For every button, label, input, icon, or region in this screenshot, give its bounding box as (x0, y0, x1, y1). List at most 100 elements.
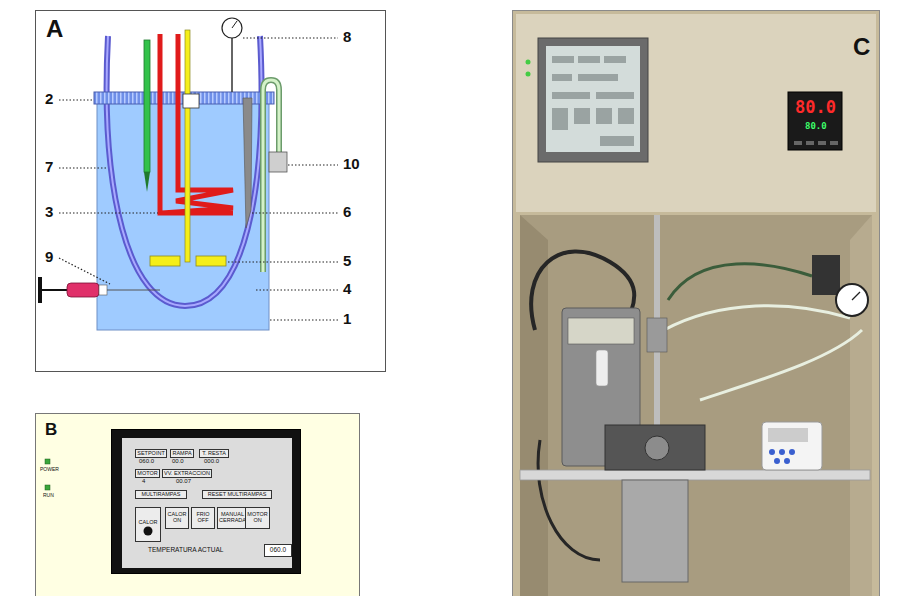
callout-number: 4 (343, 281, 351, 296)
heat-indicator: CALOR (135, 507, 161, 542)
screen-button (578, 56, 600, 63)
temperature-readout: 060.0 (264, 544, 292, 557)
screen-button: RESET MULTIRAMPAS (202, 490, 272, 499)
screen-button (552, 56, 574, 63)
touch-screen-bezel (538, 38, 648, 162)
stirrer-blade (196, 256, 226, 266)
syringe-hub (99, 285, 107, 295)
leader-line (228, 261, 338, 262)
screen-value: 4 (142, 478, 145, 484)
leader-line (243, 37, 338, 38)
timer (762, 422, 822, 470)
callout-number: 2 (45, 91, 53, 106)
panel-frame: SETPOINT RAMPA T. RESTA MOTOR VV. EXTRACCION… (35, 413, 360, 596)
button-label: MOTOR ON (246, 512, 269, 524)
button-label: 060.0 (270, 547, 286, 554)
hose (664, 306, 850, 330)
callout-number: 8 (343, 29, 351, 44)
timer-key (774, 458, 780, 464)
flange-knob (645, 436, 669, 460)
screen-button (578, 74, 618, 81)
touch-screen (546, 46, 640, 152)
probe (243, 98, 252, 228)
button-label: FRIO OFF (192, 512, 214, 524)
button-label: CALOR ON (166, 512, 188, 524)
cabinet-interior (520, 215, 872, 596)
sampling-tube-inner (263, 80, 279, 272)
heating-coil (160, 34, 233, 213)
button-label: SETPOINT (137, 451, 165, 457)
screen-button (552, 74, 572, 81)
syringe-rod (42, 289, 68, 291)
controller-key (818, 141, 826, 145)
callout-number: 7 (45, 159, 53, 174)
panel-letter: B (45, 421, 57, 438)
reactor-flange (605, 425, 705, 470)
stirrer-blade (150, 256, 180, 266)
gauge-needle (852, 292, 860, 300)
thermometer-tip (144, 172, 150, 192)
screen-button: VV. EXTRACCION (162, 469, 212, 478)
reactor-cylinder (622, 480, 688, 582)
timer-key (789, 449, 795, 455)
leader-lines (59, 38, 338, 320)
button-label: VV. EXTRACCION (164, 471, 210, 477)
syringe-plunger (38, 277, 42, 303)
screen-button (574, 108, 590, 124)
leader-line (59, 258, 110, 284)
leader-line (270, 319, 338, 320)
screen-button: RAMPA (170, 449, 194, 458)
panel-letter: C (853, 35, 870, 59)
valve-block (269, 152, 287, 172)
touch-screen: SETPOINT RAMPA T. RESTA MOTOR VV. EXTRACCION… (111, 429, 301, 574)
timer-key (769, 449, 775, 455)
leader-line (59, 212, 158, 213)
screen-button (596, 108, 612, 124)
screen-button: MOTOR ON (245, 507, 270, 529)
timer-key (779, 449, 785, 455)
stirrer-shaft (185, 30, 190, 262)
pressure-gauge (836, 284, 868, 316)
callout-number: 9 (45, 249, 53, 264)
meter-display (568, 318, 634, 344)
button-label: MOTOR (137, 471, 157, 477)
screen-value: 00.0 (172, 458, 184, 464)
hose (668, 264, 812, 300)
controller-key (794, 141, 802, 145)
photo-ground (512, 10, 880, 596)
jacket-tube (107, 36, 262, 306)
panel-frame: C (512, 10, 880, 596)
screen-button: FRIO OFF (191, 507, 215, 529)
button-label: T. RESTA (202, 451, 226, 457)
callout-number: 10 (343, 156, 360, 171)
timer-key (784, 458, 790, 464)
indicator-dot (144, 527, 153, 536)
controller-display: 80.0 (805, 122, 827, 131)
screen-value: 060.0 (139, 458, 154, 464)
rod-fitting (647, 318, 667, 352)
panel-ground (35, 413, 360, 596)
screen-caption: TEMPERATURA ACTUAL (148, 547, 223, 554)
panel-ground (35, 10, 386, 372)
controller-key (806, 141, 814, 145)
led (45, 459, 50, 464)
cabinet-wall (850, 215, 872, 596)
hose (700, 330, 862, 400)
screen-button (604, 56, 626, 63)
screen-button: MANUAL CERRADA (217, 507, 248, 529)
screen-button (552, 92, 590, 99)
screen-button (600, 136, 634, 146)
led-label: POWER (40, 467, 59, 472)
thermometer (144, 40, 150, 172)
callout-number: 6 (343, 204, 351, 219)
button-label: RAMPA (172, 451, 191, 457)
timer-display (768, 428, 808, 442)
shelf (520, 470, 870, 480)
screen-buttons (552, 56, 634, 146)
syringe-needle (107, 290, 160, 291)
screen-value: 00.07 (176, 478, 191, 484)
screen-button: T. RESTA (199, 449, 229, 458)
screen-button: CALOR ON (165, 507, 189, 529)
screen-button: MOTOR (135, 469, 160, 478)
